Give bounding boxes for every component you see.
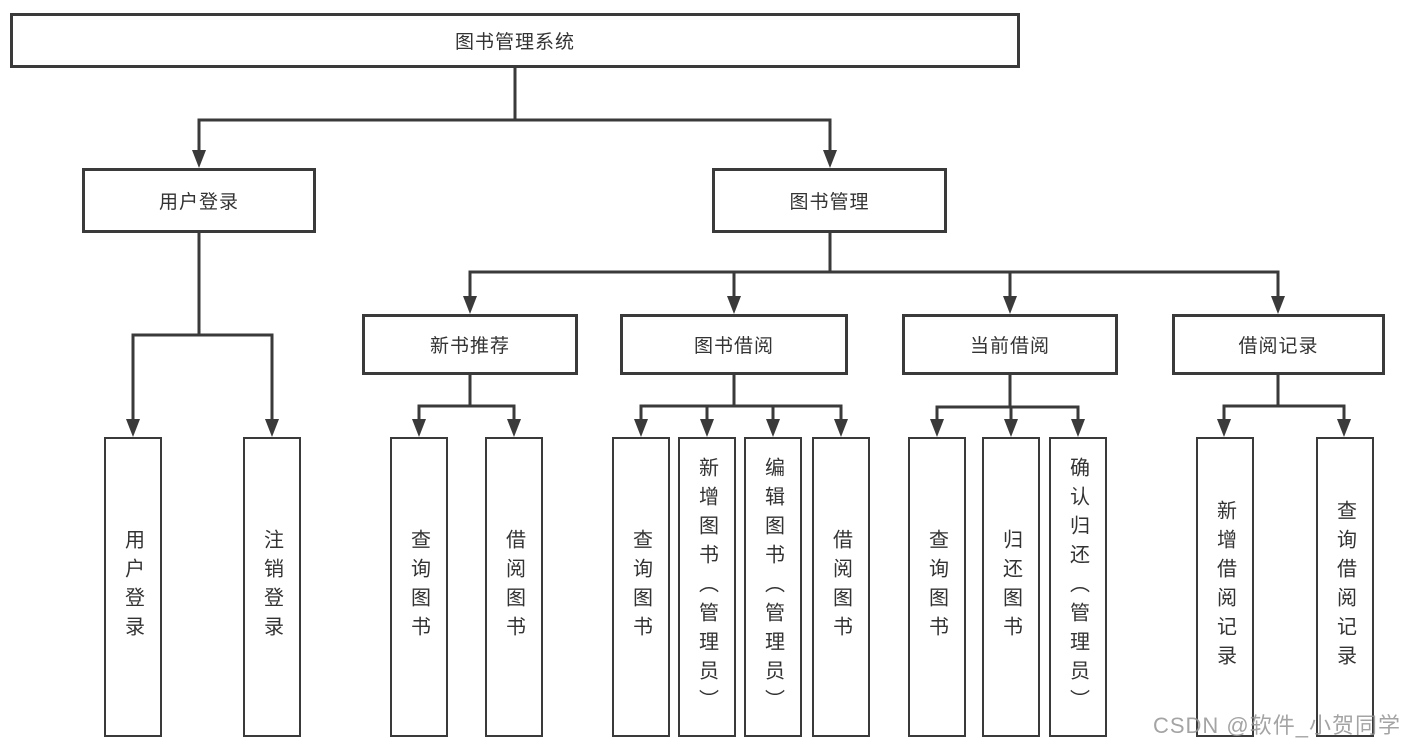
leaf-add-books-admin: 新增图书（管理员） (678, 437, 736, 737)
node-system-root: 图书管理系统 (10, 13, 1020, 68)
leaf-label: 借阅图书 (502, 529, 525, 645)
node-borrow-records: 借阅记录 (1172, 314, 1385, 375)
leaf-borrow-books: 借阅图书 (812, 437, 870, 737)
leaf-query-books: 查询图书 (390, 437, 448, 737)
leaf-label: 注销登录 (260, 529, 283, 645)
leaf-label: 查询图书 (629, 529, 652, 645)
leaf-confirm-return-admin: 确认归还（管理员） (1049, 437, 1107, 737)
node-label: 新书推荐 (429, 336, 510, 357)
leaf-edit-books-admin: 编辑图书（管理员） (744, 437, 802, 737)
node-user-login: 用户登录 (82, 168, 316, 233)
node-label: 用户登录 (158, 192, 239, 213)
leaf-add-borrow-record: 新增借阅记录 (1196, 437, 1254, 737)
leaf-label: 新增借阅记录 (1213, 500, 1236, 674)
leaf-label: 确认归还（管理员） (1066, 456, 1089, 718)
leaf-user-login: 用户登录 (104, 437, 162, 737)
leaf-label: 查询借阅记录 (1333, 500, 1356, 674)
csdn-watermark: CSDN @软件_小贺同学 (1152, 713, 1401, 738)
leaf-borrow-books: 借阅图书 (485, 437, 543, 737)
leaf-label: 查询图书 (925, 529, 948, 645)
leaf-query-borrow-record: 查询借阅记录 (1316, 437, 1374, 737)
leaf-label: 归还图书 (999, 529, 1022, 645)
leaf-label: 借阅图书 (829, 529, 852, 645)
node-book-borrow: 图书借阅 (620, 314, 848, 375)
leaf-label: 新增图书（管理员） (695, 456, 718, 718)
node-book-management: 图书管理 (712, 168, 947, 233)
node-label: 图书管理 (789, 192, 870, 213)
node-new-book-recommend: 新书推荐 (362, 314, 578, 375)
leaf-label: 用户登录 (121, 529, 144, 645)
leaf-label: 查询图书 (407, 529, 430, 645)
node-label: 图书借阅 (693, 336, 774, 357)
node-label: 图书管理系统 (454, 32, 575, 53)
leaf-logout: 注销登录 (243, 437, 301, 737)
arrowheads (126, 150, 1351, 437)
leaf-query-books: 查询图书 (908, 437, 966, 737)
leaf-label: 编辑图书（管理员） (761, 456, 784, 718)
node-label: 借阅记录 (1238, 336, 1319, 357)
leaf-query-books: 查询图书 (612, 437, 670, 737)
node-current-borrow: 当前借阅 (902, 314, 1118, 375)
leaf-return-books: 归还图书 (982, 437, 1040, 737)
node-label: 当前借阅 (969, 336, 1050, 357)
